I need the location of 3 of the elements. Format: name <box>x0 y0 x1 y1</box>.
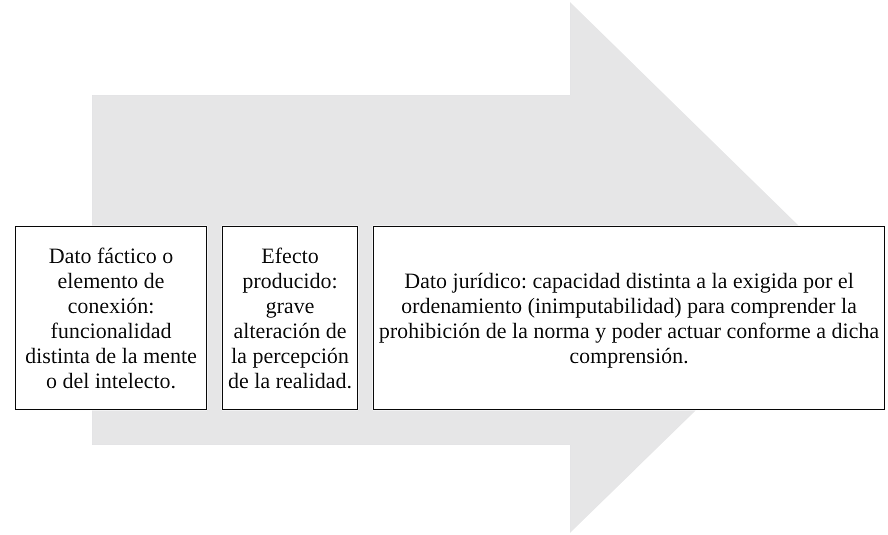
text-box: Dato fáctico o elemento de conexión: funcionalidad distinta de la mente o del intelecto. <box>15 226 207 410</box>
text-box: Efecto producido: grave alteración de la percepción de la realidad. <box>222 226 358 410</box>
text-box: Dato jurídico: capacidad distinta a la exigida por el ordenamiento (inimputabilidad) para comprender la prohibición de la norma y poder actuar conforme a dicha comprensión. <box>373 226 885 410</box>
